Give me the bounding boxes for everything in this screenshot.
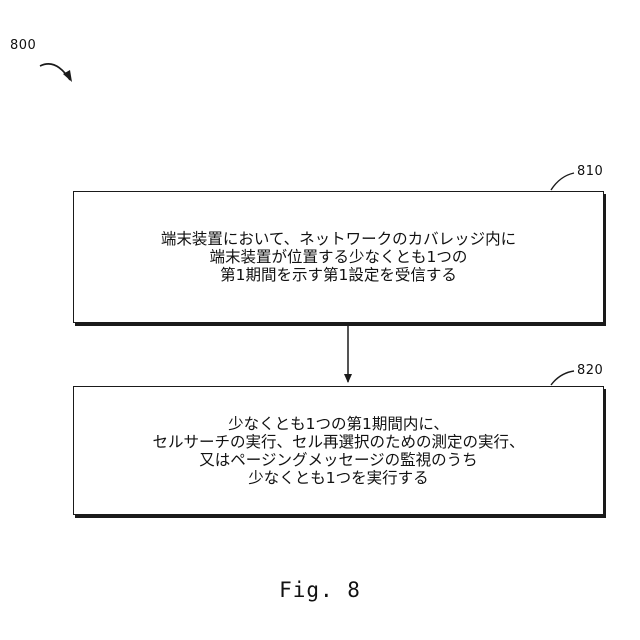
step-810-line: 端末装置が位置する少なくとも1つの — [161, 248, 516, 266]
figure-caption: Fig. 8 — [0, 578, 640, 602]
step-820-ref-label: 820 — [577, 363, 603, 378]
step-820-line: 又はページングメッセージの監視のうち — [152, 451, 524, 469]
step-820-line: 少なくとも1つを実行する — [152, 469, 524, 487]
step-820-box: 少なくとも1つの第1期間内に、 セルサーチの実行、セル再選択のための測定の実行、… — [73, 386, 604, 515]
step-810-line: 端末装置において、ネットワークのカバレッジ内に — [161, 230, 516, 248]
step-820-line: 少なくとも1つの第1期間内に、 — [152, 415, 524, 433]
step-820-line: セルサーチの実行、セル再選択のための測定の実行、 — [152, 433, 524, 451]
step-810-box: 端末装置において、ネットワークのカバレッジ内に 端末装置が位置する少なくとも1つ… — [73, 191, 604, 323]
step-810-ref-label: 810 — [577, 164, 603, 179]
figure-ref-arrow — [40, 64, 70, 80]
figure-ref-arrowhead — [63, 70, 72, 82]
step-810-line: 第1期間を示す第1設定を受信する — [161, 266, 516, 284]
step-810-text: 端末装置において、ネットワークのカバレッジ内に 端末装置が位置する少なくとも1つ… — [161, 230, 516, 284]
step-820-leader — [551, 371, 574, 385]
figure-ref-label: 800 — [10, 38, 36, 53]
step-820-text: 少なくとも1つの第1期間内に、 セルサーチの実行、セル再選択のための測定の実行、… — [152, 415, 524, 487]
step-810-leader — [551, 173, 574, 190]
